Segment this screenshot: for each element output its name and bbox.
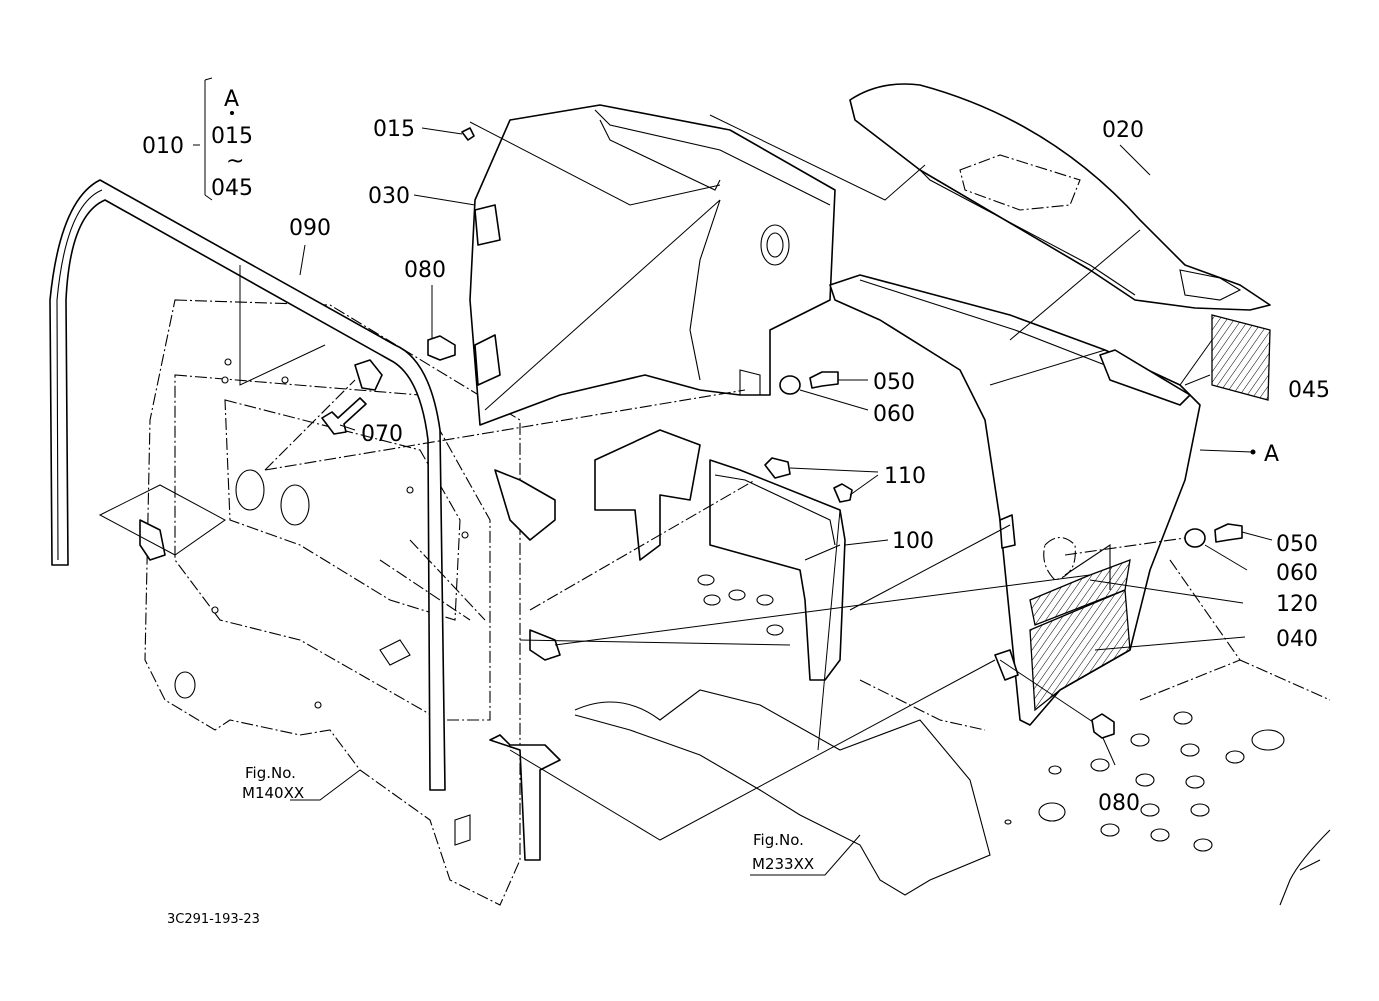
fig-ref-right-code: M233XX — [752, 855, 814, 873]
label-070: 070 — [361, 422, 403, 447]
emblem-045 — [1211, 314, 1271, 401]
bracket-100 — [594, 429, 846, 681]
bolt-080-bottom — [1091, 713, 1115, 739]
top-panel-020 — [849, 83, 1271, 311]
screw-015 — [461, 127, 475, 141]
rubber-seal-090 — [49, 179, 446, 791]
label-tilde: ~ — [226, 149, 244, 174]
cover-panel-030 — [469, 104, 836, 426]
bolt-080-top — [427, 335, 456, 361]
assembly-lines — [98, 114, 1211, 841]
label-080-bottom: 080 — [1098, 791, 1140, 816]
label-120: 120 — [1276, 592, 1318, 617]
label-050-top: 050 — [873, 370, 915, 395]
label-040: 040 — [1276, 627, 1318, 652]
label-045: 045 — [1288, 378, 1330, 403]
hardware — [321, 127, 1243, 739]
fig-references: Fig.No. M140XX Fig.No. M233XX — [242, 764, 814, 873]
label-015-group: 015 — [211, 124, 253, 149]
label-110: 110 — [884, 464, 926, 489]
leader-lines — [193, 77, 1273, 876]
part-labels: A 010 015 ~ 045 015 020 030 090 080 050 … — [142, 87, 1330, 816]
label-010: 010 — [142, 134, 184, 159]
label-060-right: 060 — [1276, 561, 1318, 586]
fig-ref-right-caption: Fig.No. — [753, 831, 804, 849]
floor-plate-outline — [574, 559, 1331, 906]
label-020: 020 — [1102, 118, 1144, 143]
label-a-right: A — [1264, 442, 1279, 467]
label-050-right: 050 — [1276, 532, 1318, 557]
frame-side-bracket — [139, 469, 561, 861]
bolt-050-right — [1214, 523, 1243, 543]
fig-ref-left-code: M140XX — [242, 784, 304, 802]
label-015: 015 — [373, 117, 415, 142]
dashboard-frame-outline — [144, 299, 521, 906]
bolt-110-a — [764, 457, 791, 479]
front-hood-040 — [829, 274, 1201, 726]
drawing-code: 3C291-193-23 — [167, 912, 260, 927]
bolt-050-top — [809, 371, 839, 389]
label-030: 030 — [368, 184, 410, 209]
label-a-top: A — [224, 87, 239, 112]
label-090: 090 — [289, 216, 331, 241]
washer-060-top — [779, 375, 801, 395]
label-080-top: 080 — [404, 258, 446, 283]
label-045-group: 045 — [211, 176, 253, 201]
washer-060-right — [1184, 528, 1206, 548]
floor-holes — [697, 574, 1285, 852]
fig-ref-left-caption: Fig.No. — [245, 764, 296, 782]
label-100: 100 — [892, 529, 934, 554]
bolt-110-b — [833, 483, 853, 503]
clip-070 — [354, 359, 383, 391]
bolt-070 — [321, 397, 367, 435]
label-060-top: 060 — [873, 402, 915, 427]
